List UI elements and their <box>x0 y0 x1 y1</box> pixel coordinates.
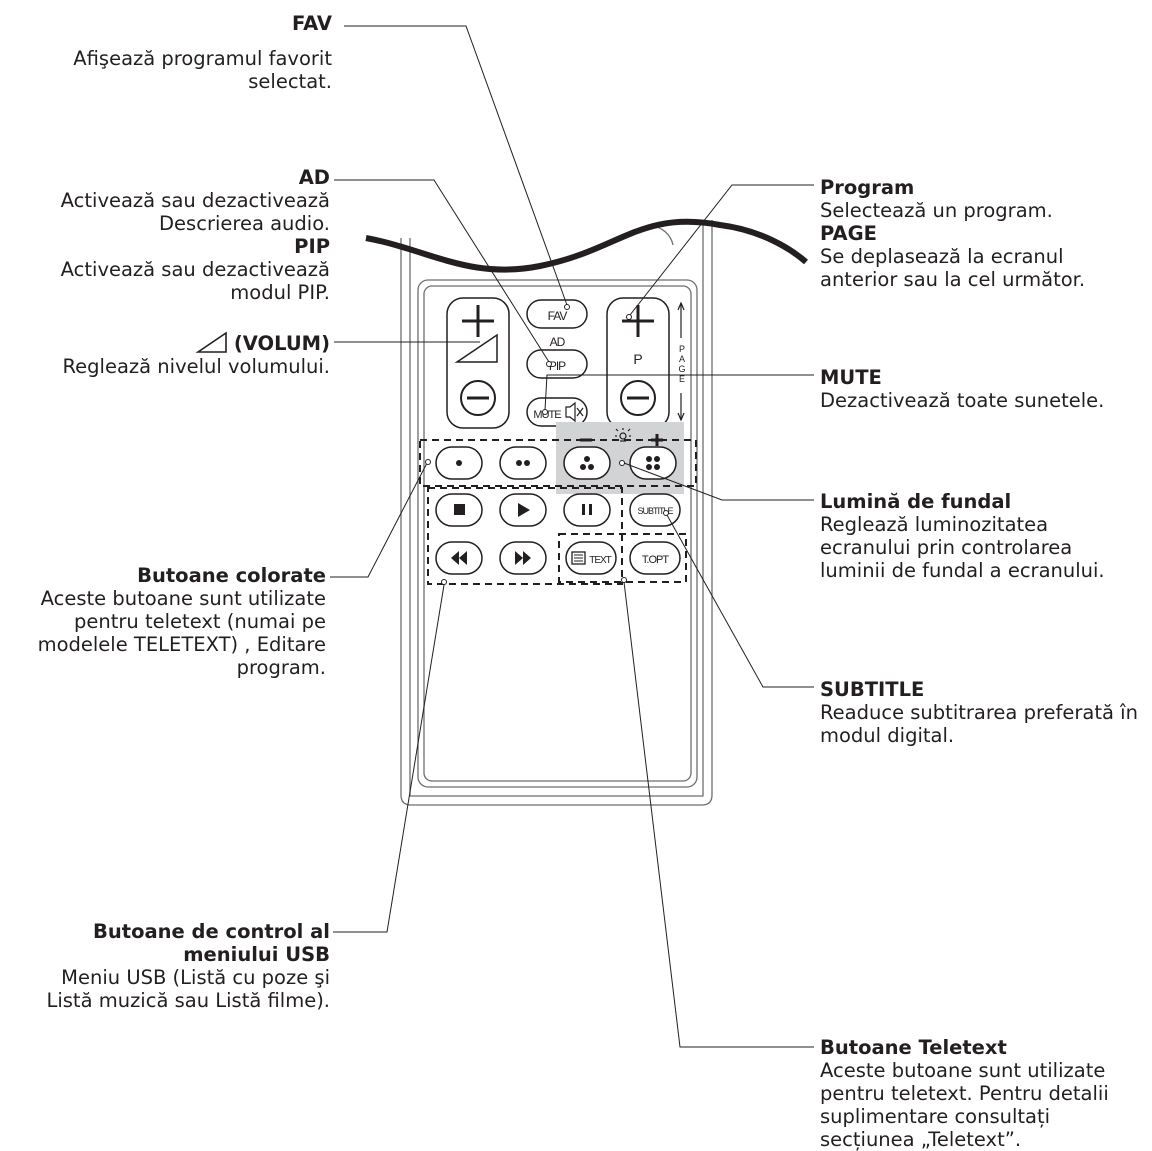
mute-desc: Dezactivează toate sunetele. <box>820 389 1105 412</box>
cut-edge <box>365 218 808 273</box>
remote-diagram: FAV AD PIP MUTE P P A G E SUBTITLE TEXT … <box>0 12 1150 1151</box>
remote-control-illustration: FAV AD PIP MUTE P P A G E SUBTITLE TEXT … <box>195 25 814 1048</box>
pip-button <box>526 349 588 379</box>
program-callout: Program Selectează un program. PAGE Se d… <box>820 176 1148 291</box>
subtitle-button-label: SUBTITLE <box>637 506 673 516</box>
sun-icon <box>615 428 631 442</box>
subtitle-callout: SUBTITLE Readuce subtitrarea preferată î… <box>820 678 1150 747</box>
fav-title: FAV <box>292 12 332 35</box>
subtitle-button <box>629 493 681 527</box>
ad-label: AD <box>550 335 566 349</box>
teletext-buttons-group <box>558 533 687 583</box>
mute-button-label: MUTE <box>533 409 561 421</box>
usb-title: Butoane de control al meniului USB <box>93 920 330 966</box>
color-buttons-callout: Butoane colorate Aceste butoane sunt uti… <box>0 564 326 679</box>
volume-title: (VOLUM) <box>233 332 330 355</box>
fav-button <box>526 299 588 329</box>
program-desc: Selectează un program. <box>820 199 1053 222</box>
color-buttons-title: Butoane colorate <box>137 564 326 587</box>
text-button <box>565 541 617 575</box>
yellow-button <box>563 446 611 480</box>
pause-button <box>563 493 611 527</box>
page-letter-3: G <box>678 364 685 374</box>
teletext-callout: Butoane Teletext Aceste butoane sunt uti… <box>820 1036 1150 1151</box>
fav-button-label: FAV <box>548 309 568 323</box>
backlight-title: Lumină de fundal <box>820 490 1012 513</box>
volume-callout: (VOLUM) Reglează nivelul volumului. <box>10 332 331 378</box>
mute-speaker-icon <box>565 401 584 423</box>
page-letter-1: P <box>679 344 685 354</box>
program-title: Program <box>820 176 915 199</box>
teletext-title: Butoane Teletext <box>820 1036 1007 1059</box>
remote-body <box>400 220 713 806</box>
subtitle-title: SUBTITLE <box>820 678 925 701</box>
mute-callout: MUTE Dezactivează toate sunetele. <box>820 366 1148 412</box>
backlight-callout: Lumină de fundal Reglează luminozitatea … <box>820 490 1148 582</box>
usb-desc: Meniu USB (Listă cu poze şi Listă muzică… <box>46 966 330 1012</box>
color-buttons-desc: Aceste butoane sunt utilizate pentru tel… <box>37 587 326 679</box>
fav-callout: FAV Afişează programul favorit selectat. <box>32 12 332 93</box>
mute-title: MUTE <box>820 366 882 389</box>
usb-callout: Butoane de control al meniului USB Meniu… <box>0 920 330 1012</box>
volume-desc: Reglează nivelul volumului. <box>62 355 331 378</box>
green-button <box>499 446 547 480</box>
program-p-label: P <box>633 351 642 367</box>
topt-button-label: T.OPT <box>642 554 669 566</box>
usb-buttons-group <box>427 487 623 585</box>
backlight-desc: Reglează luminozitatea ecranului prin co… <box>820 513 1105 582</box>
color-buttons-group <box>419 439 697 487</box>
page-letter-4: E <box>679 374 685 384</box>
volume-triangle-icon <box>195 331 227 353</box>
topt-button <box>629 541 681 575</box>
pip-button-label: PIP <box>549 359 566 373</box>
blue-button <box>629 446 677 480</box>
leader-lines <box>330 25 814 1048</box>
text-icon <box>571 551 586 565</box>
teletext-desc: Aceste butoane sunt utilizate pentru tel… <box>820 1059 1109 1151</box>
ad-title: AD <box>298 166 330 189</box>
subtitle-desc: Readuce subtitrarea preferată în modul d… <box>820 701 1138 747</box>
ad-desc: Activează sau dezactivează Descrierea au… <box>60 189 330 235</box>
page-title: PAGE <box>820 222 877 245</box>
program-rocker <box>606 297 685 429</box>
volume-rocker <box>446 297 510 429</box>
pip-title: PIP <box>294 235 330 258</box>
ad-callout: AD Activează sau dezactivează Descrierea… <box>10 166 330 304</box>
fav-desc: Afişează programul favorit selectat. <box>73 47 332 93</box>
text-button-label: TEXT <box>589 555 611 566</box>
pip-desc: Activează sau dezactivează modul PIP. <box>60 258 330 304</box>
page-desc: Se deplasează la ecranul anterior sau la… <box>820 245 1086 291</box>
page-letter-2: A <box>679 354 685 364</box>
